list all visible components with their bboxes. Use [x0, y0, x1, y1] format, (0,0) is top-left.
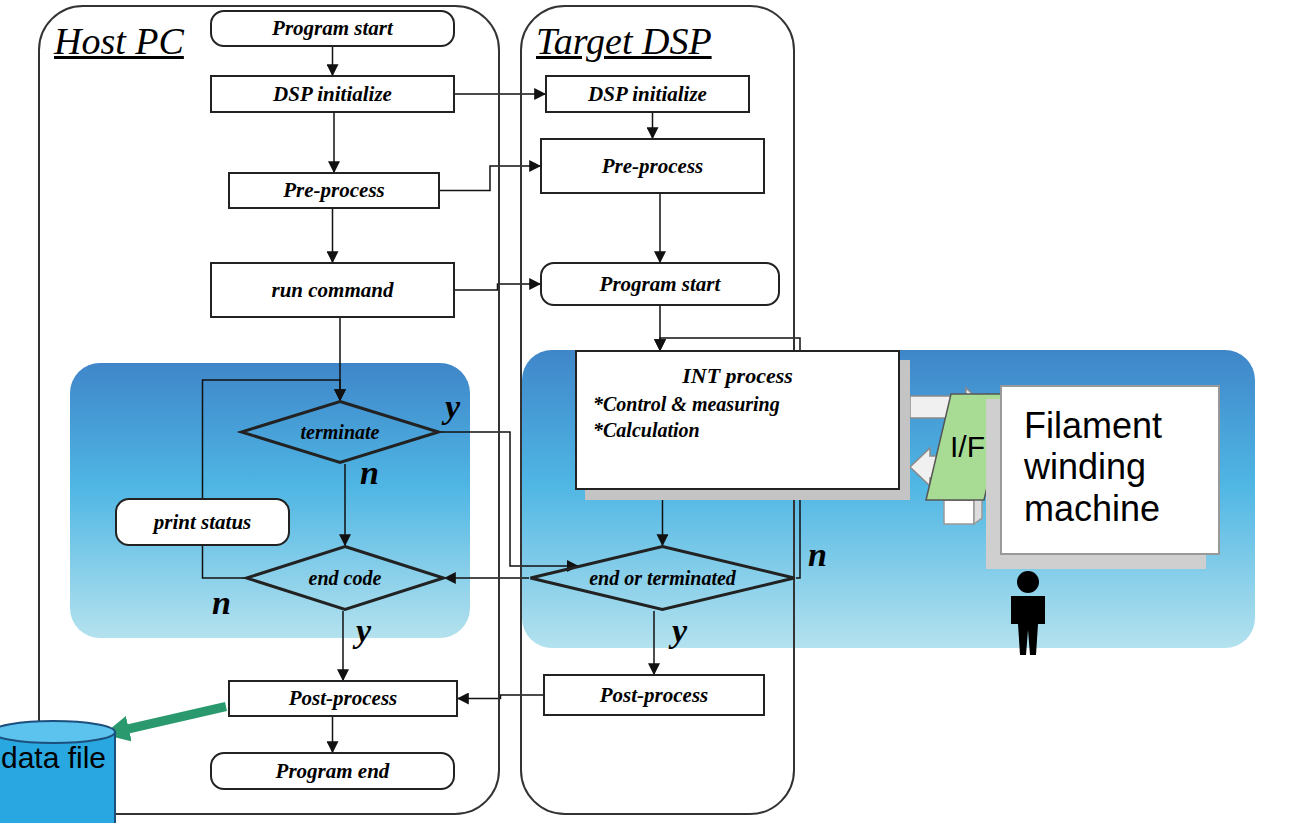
node-text: run command	[272, 278, 394, 303]
node-text: INT process	[682, 362, 793, 391]
node-text: terminate	[301, 421, 380, 443]
flow-arrow	[458, 695, 543, 699]
branch-label: n	[808, 538, 827, 572]
interface-block: I/F	[925, 393, 1010, 501]
node-text: data file	[0, 742, 116, 774]
process-box: Pre-process	[540, 138, 765, 194]
process-box: DSP initialize	[210, 75, 455, 113]
host-panel: Host PC Program startDSP initializePre-pr…	[38, 5, 500, 815]
branch-label: n	[360, 456, 379, 490]
panel-heading: Target DSP	[536, 19, 712, 63]
node-text: end code	[309, 567, 382, 589]
data-file-cylinder: data file	[0, 720, 116, 820]
process-box: run command	[210, 262, 455, 318]
process-box: DSP initialize	[545, 75, 750, 113]
loop-region	[70, 363, 470, 638]
terminal-box: Program start	[210, 10, 455, 47]
decision-diamond: end code	[245, 545, 445, 611]
operator-figure	[1011, 571, 1045, 655]
node-text: Program end	[276, 759, 390, 784]
machine-box: Filament winding machine	[1000, 385, 1220, 555]
node-text: I/F	[950, 430, 985, 464]
branch-label: y	[672, 614, 687, 648]
save-arrow	[106, 707, 226, 735]
node-text: Post-process	[600, 683, 709, 708]
terminal-box: Program end	[210, 752, 455, 790]
flow-arrow	[333, 113, 335, 172]
node-text: Program start	[272, 16, 393, 41]
flow-arrow	[332, 47, 334, 76]
target-panel: Target DSP DSP initializePre-processProgr…	[520, 5, 795, 815]
node-text: Program start	[600, 272, 721, 297]
node-text: *Control & measuring	[593, 391, 780, 417]
node-text: Post-process	[289, 686, 398, 711]
panel-heading: Host PC	[54, 19, 184, 63]
realtime-region	[522, 350, 1255, 648]
flow-arrow	[344, 464, 346, 545]
flow-arrow	[455, 284, 540, 290]
node-text: Filament winding machine	[1024, 405, 1206, 529]
flow-arrow	[652, 113, 654, 138]
decision-diamond: terminate	[240, 400, 440, 464]
node-text: Pre-process	[283, 178, 384, 203]
flow-arrow	[440, 166, 540, 191]
flow-arrow	[342, 611, 344, 680]
terminal-box: Program start	[540, 262, 780, 306]
interrupt-process-box: INT process*Control & measuring*Calculat…	[575, 350, 900, 490]
branch-label: y	[356, 614, 371, 648]
flow-arrow	[332, 209, 334, 262]
flow-arrow	[659, 194, 661, 262]
flow-arrow	[662, 490, 664, 545]
node-text: Pre-process	[602, 154, 703, 179]
flow-arrow	[455, 93, 545, 95]
node-text: *Calculation	[593, 417, 700, 443]
decision-diamond: end or terminated	[529, 545, 796, 611]
process-box: Pre-process	[228, 172, 440, 209]
branch-label: y	[445, 390, 460, 424]
flow-arrow	[203, 546, 246, 578]
process-box: Post-process	[228, 680, 458, 717]
flow-arrow	[653, 611, 655, 674]
branch-label: n	[212, 586, 231, 620]
flow-arrow	[445, 577, 529, 579]
node-text: print status	[154, 510, 251, 535]
status-box: print status	[115, 498, 290, 546]
flow-arrow	[440, 432, 578, 566]
node-text: DSP initialize	[588, 82, 707, 107]
node-text: DSP initialize	[273, 82, 392, 107]
process-box: Post-process	[543, 674, 765, 716]
flow-arrow	[332, 717, 334, 752]
node-text: end or terminated	[589, 567, 736, 589]
